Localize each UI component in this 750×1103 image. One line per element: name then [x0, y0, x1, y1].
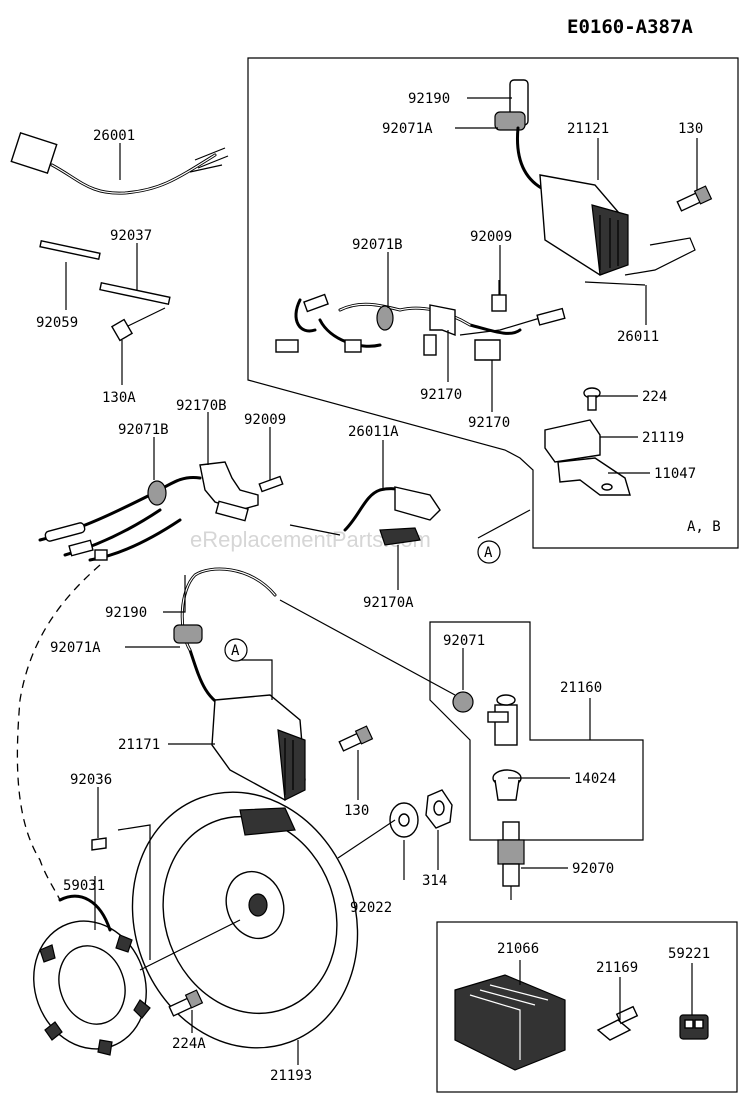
harness-26001: [10, 131, 229, 195]
callout-a-right-label: A: [484, 545, 493, 561]
inset-box-21160: [429, 621, 644, 841]
part-21121[interactable]: 21121: [567, 121, 609, 137]
part-92071a-top[interactable]: 92071A: [382, 121, 433, 137]
screw-130-top: [676, 185, 713, 212]
part-92190-top[interactable]: 92190: [408, 91, 450, 107]
regulator-21066: [454, 974, 566, 1071]
part-130-top[interactable]: 130: [678, 121, 703, 137]
flywheel-21193: [131, 791, 359, 1049]
part-21193[interactable]: 21193: [270, 1068, 312, 1084]
part-92170-a[interactable]: 92170: [420, 387, 462, 403]
part-92190-mid[interactable]: 92190: [105, 605, 147, 621]
clip-92170-b: [474, 339, 501, 361]
part-59221[interactable]: 59221: [668, 946, 710, 962]
pin-92059: [39, 239, 101, 261]
callout-a-right: A: [477, 540, 501, 564]
part-21066[interactable]: 21066: [497, 941, 539, 957]
ignition-coil-21171: [173, 567, 306, 801]
harness-26011a: [289, 486, 441, 536]
nut-14024: [492, 769, 522, 801]
part-26001[interactable]: 26001: [93, 128, 135, 144]
part-21171[interactable]: 21171: [118, 737, 160, 753]
part-92170a[interactable]: 92170A: [363, 595, 414, 611]
ground-wire-route: [16, 564, 101, 901]
part-92022[interactable]: 92022: [350, 900, 392, 916]
part-92070[interactable]: 92070: [572, 861, 614, 877]
leader-lines: [65, 97, 698, 1065]
screw-92009-top: [491, 280, 507, 312]
part-92071[interactable]: 92071: [443, 633, 485, 649]
part-14024[interactable]: 14024: [574, 771, 616, 787]
part-21119[interactable]: 21119: [642, 430, 684, 446]
inset-note: A, B: [687, 519, 721, 535]
part-92009-mid[interactable]: 92009: [244, 412, 286, 428]
nut-314: [425, 789, 453, 829]
screw-92009-mid: [258, 475, 284, 493]
inset-box-ab: [247, 57, 739, 549]
pin-92037: [99, 281, 171, 306]
bracket-11047: [557, 457, 631, 496]
connector-59221: [679, 1014, 709, 1040]
screw-224a: [168, 989, 204, 1017]
part-59031[interactable]: 59031: [63, 878, 105, 894]
terminal-21169: [596, 1005, 639, 1041]
part-224[interactable]: 224: [642, 389, 667, 405]
clip-92170-a: [429, 304, 456, 337]
part-21160[interactable]: 21160: [560, 680, 602, 696]
part-92009-top[interactable]: 92009: [470, 229, 512, 245]
part-26011[interactable]: 26011: [617, 329, 659, 345]
stator-59031: [33, 894, 151, 1056]
clip-92170a: [379, 527, 421, 546]
part-130-mid[interactable]: 130: [344, 803, 369, 819]
harness-92170b-assembly: [38, 461, 259, 562]
spark-plug-92070: [497, 821, 525, 900]
part-92071b-top[interactable]: 92071B: [352, 237, 403, 253]
screw-224: [583, 387, 601, 411]
part-314[interactable]: 314: [422, 873, 447, 889]
part-92036[interactable]: 92036: [70, 772, 112, 788]
part-26011a[interactable]: 26011A: [348, 424, 399, 440]
cap-92071: [279, 599, 474, 713]
part-21169[interactable]: 21169: [596, 960, 638, 976]
part-92071a-mid[interactable]: 92071A: [50, 640, 101, 656]
inset-box-regulator: [436, 921, 738, 1093]
stop-switch-21160: [487, 694, 518, 746]
part-92170b[interactable]: 92170B: [176, 398, 227, 414]
part-92059[interactable]: 92059: [36, 315, 78, 331]
part-92037[interactable]: 92037: [110, 228, 152, 244]
washer-92022: [389, 802, 419, 838]
screw-130-mid: [338, 725, 374, 752]
part-11047[interactable]: 11047: [654, 466, 696, 482]
diagram-id: E0160-A387A: [567, 16, 693, 38]
harness-26011: [275, 237, 696, 356]
part-92071b-mid[interactable]: 92071B: [118, 422, 169, 438]
module-21119: [544, 419, 601, 463]
key-92036: [91, 837, 107, 851]
ignition-coil-21121: [494, 79, 629, 276]
part-130a[interactable]: 130A: [102, 390, 136, 406]
part-92170-b[interactable]: 92170: [468, 415, 510, 431]
callout-a-left-label: A: [231, 643, 240, 659]
callout-a-left: A: [224, 638, 248, 662]
screw-130a: [110, 307, 166, 342]
part-224a[interactable]: 224A: [172, 1036, 206, 1052]
